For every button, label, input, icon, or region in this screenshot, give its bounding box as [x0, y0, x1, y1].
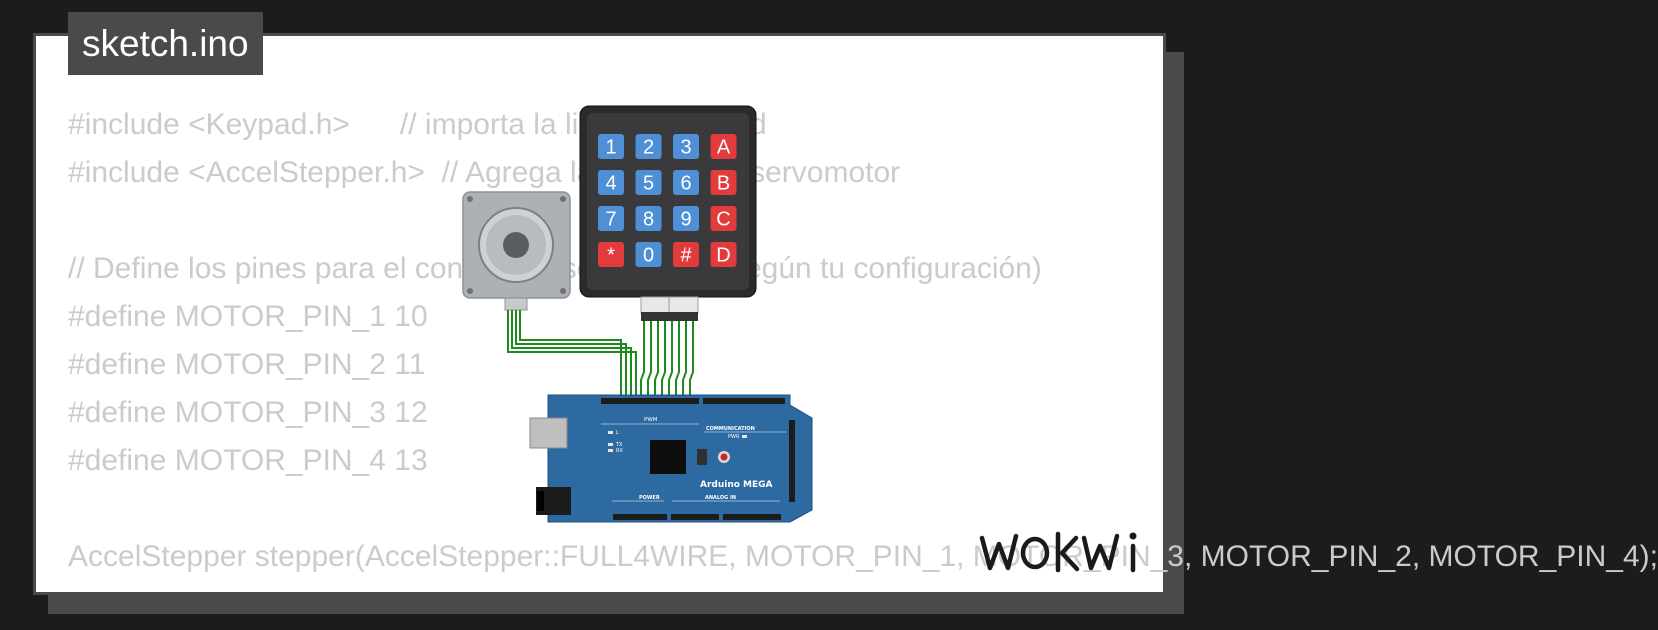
- keypad-key-B[interactable]: B: [710, 170, 737, 195]
- arduino-mega-board[interactable]: L TX RX PWR PWM COMMUNICATION Arduino ME…: [529, 394, 813, 523]
- wire: [519, 310, 622, 398]
- analog-header-1: [671, 514, 719, 520]
- led-rx: [608, 449, 613, 452]
- wire: [668, 321, 673, 398]
- usb-port-icon: [529, 417, 568, 449]
- motor-screw-icon: [467, 288, 473, 294]
- keypad-key-6[interactable]: 6: [673, 170, 699, 195]
- keypad-key-label: 1: [605, 137, 616, 159]
- keypad-key-label: A: [717, 137, 731, 159]
- keypad-key-C[interactable]: C: [710, 206, 737, 231]
- digital-header-side: [789, 420, 795, 502]
- power-header: [613, 514, 667, 520]
- stepper-motor[interactable]: [462, 191, 571, 311]
- keypad-key-2[interactable]: 2: [635, 134, 662, 159]
- analog-header-2: [723, 514, 781, 520]
- wire: [654, 321, 659, 398]
- led-pwr: [742, 435, 747, 438]
- keypad-key-label: #: [680, 245, 692, 267]
- keypad-key-5[interactable]: 5: [635, 170, 662, 195]
- circuit-diagram: 1 2 3 A 4 5 6 B 7 8 9 C * 0 # D L TX RX PWR PWM COMMUNI…: [462, 105, 813, 523]
- keypad-key-A[interactable]: A: [710, 134, 737, 159]
- keypad-key-label: 5: [643, 173, 654, 195]
- keypad-key-label: 0: [643, 245, 654, 267]
- wire: [682, 321, 687, 398]
- keypad-key-4[interactable]: 4: [598, 170, 624, 195]
- wire: [661, 321, 666, 398]
- keypad-ribbon: [640, 296, 670, 314]
- keypad-key-label: 8: [643, 209, 654, 231]
- keypad-key-8[interactable]: 8: [635, 206, 662, 231]
- wire: [507, 310, 637, 398]
- wire: [689, 321, 694, 398]
- keypad-ribbon: [668, 296, 699, 314]
- led-tx: [608, 443, 613, 446]
- pwm-label: PWM: [644, 417, 658, 423]
- keypad-key-label: B: [717, 173, 730, 195]
- motor-screw-icon: [560, 196, 566, 202]
- keypad-key-label: 3: [680, 137, 691, 159]
- keypad-key-9[interactable]: 9: [673, 206, 699, 231]
- wire: [675, 321, 680, 398]
- motor-screw-icon: [467, 196, 473, 202]
- keypad-key-label: C: [716, 209, 730, 231]
- keypad-key-#[interactable]: #: [673, 242, 699, 267]
- analog-in-label: ANALOG IN: [705, 495, 736, 501]
- wokwi-logo: [979, 531, 1137, 573]
- code-line: AccelStepper stepper(AccelStepper::FULL4…: [68, 540, 1658, 573]
- code-line: #define MOTOR_PIN_3 12: [68, 396, 428, 429]
- wire: [515, 310, 627, 398]
- keypad-connector: [641, 312, 698, 321]
- code-line: #define MOTOR_PIN_4 13: [68, 444, 428, 477]
- keypad-key-label: 9: [680, 209, 691, 231]
- keypad-key-label: 4: [605, 173, 616, 195]
- wire: [640, 321, 645, 398]
- file-tab[interactable]: sketch.ino: [68, 12, 263, 75]
- power-label: POWER: [639, 495, 660, 501]
- keypad-key-label: D: [716, 245, 730, 267]
- keypad-key-label: *: [607, 245, 615, 267]
- comm-header: [703, 398, 785, 404]
- code-line: #define MOTOR_PIN_1 10: [68, 300, 428, 333]
- led-rx-label: RX: [616, 448, 623, 454]
- code-line: #define MOTOR_PIN_2 11: [68, 348, 426, 381]
- wires: [507, 310, 694, 398]
- keypad-key-*[interactable]: *: [598, 242, 624, 267]
- pwr-label: PWR: [728, 434, 740, 440]
- board-name: Arduino MEGA: [700, 480, 773, 490]
- motor-shaft-icon: [503, 232, 529, 258]
- communication-label: COMMUNICATION: [706, 426, 755, 432]
- microcontroller-chip: [650, 440, 686, 474]
- keypad-key-D[interactable]: D: [710, 242, 737, 267]
- led-tx-label: TX: [615, 442, 623, 448]
- keypad-key-3[interactable]: 3: [673, 134, 699, 159]
- digital-header: [601, 398, 699, 404]
- keypad-key-label: 6: [680, 173, 691, 195]
- motor-screw-icon: [560, 288, 566, 294]
- keypad-key-1[interactable]: 1: [598, 134, 624, 159]
- keypad-key-0[interactable]: 0: [635, 242, 662, 267]
- wire: [511, 310, 632, 398]
- keypad-key-7[interactable]: 7: [598, 206, 624, 231]
- keypad-key-label: 7: [605, 209, 616, 231]
- wire: [647, 321, 652, 398]
- keypad-key-label: 2: [643, 137, 654, 159]
- led-l: [608, 431, 613, 434]
- led-l-label: L: [616, 430, 619, 436]
